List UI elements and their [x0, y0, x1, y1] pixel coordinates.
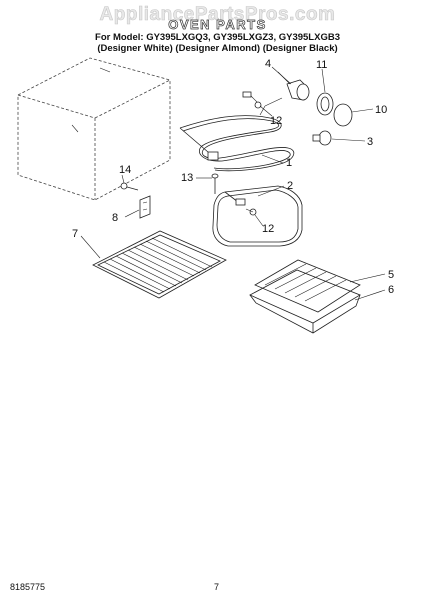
page-title: OVEN PARTS: [168, 17, 267, 33]
callout-1: 1: [286, 157, 292, 169]
light-lens: [333, 103, 353, 127]
callout-8: 8: [112, 212, 118, 224]
broiler-pan: [249, 269, 361, 334]
rack-bracket: [139, 195, 151, 219]
watermark: AppliancePartsPros.com: [99, 4, 336, 26]
callout-12-upper: 12: [270, 115, 282, 127]
callout-13: 13: [181, 172, 193, 184]
mounting-screw: [211, 173, 219, 194]
bracket-screw: [120, 182, 139, 191]
callout-6: 6: [388, 284, 394, 296]
document-number: 8185775: [10, 582, 46, 592]
oven-cavity-outline: [17, 57, 171, 201]
light-gasket: [316, 92, 334, 116]
terminal-screw-lower: [245, 208, 257, 216]
model-list: For Model: GY395LXGQ3, GY395LXGZ3, GY395…: [95, 32, 340, 43]
broil-element: [212, 185, 303, 247]
callout-7: 7: [72, 228, 78, 240]
callout-11: 11: [316, 59, 327, 71]
callout-4: 4: [265, 58, 271, 70]
callout-10: 10: [375, 104, 387, 116]
callout-5: 5: [388, 269, 394, 281]
callout-2: 2: [287, 180, 293, 192]
oven-rack: [92, 230, 227, 299]
callout-12-lower: 12: [262, 223, 274, 235]
leader-lines: [80, 66, 386, 301]
light-bulb: [312, 130, 332, 146]
page-number: 7: [214, 582, 220, 592]
callout-14: 14: [119, 164, 131, 176]
model-color-list: (Designer White) (Designer Almond) (Desi…: [97, 43, 338, 54]
terminal-screw-upper: [242, 91, 262, 109]
callout-3: 3: [367, 136, 373, 148]
broiler-pan-insert: [254, 259, 361, 313]
